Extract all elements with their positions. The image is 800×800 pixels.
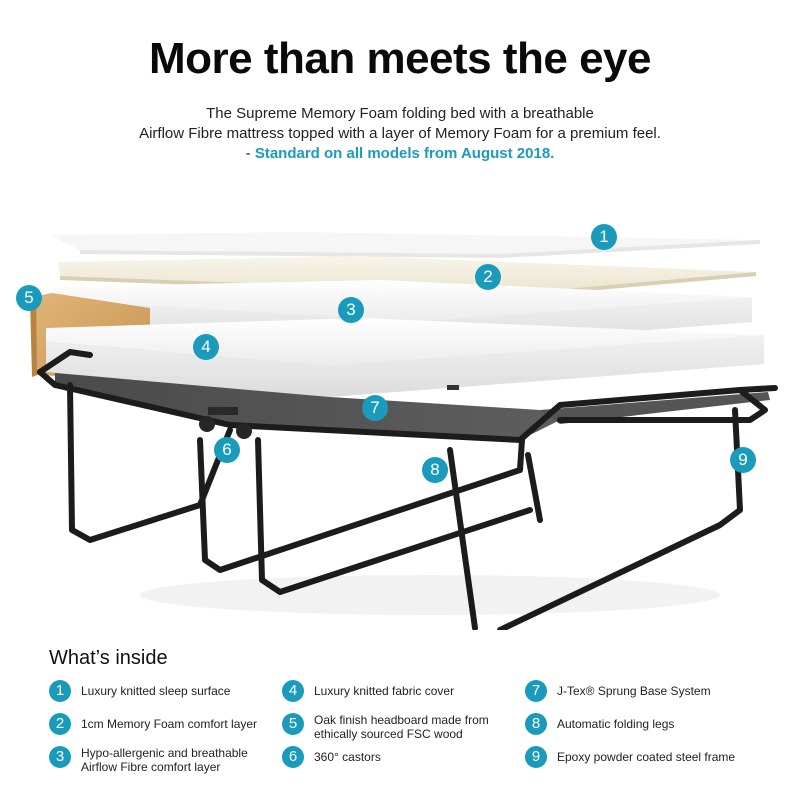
callout-badge-1: 1 [591,224,617,250]
legend-text-1: Luxury knitted sleep surface [81,684,231,698]
layer-sprung-base [55,373,770,440]
legend-item-9: 9 Epoxy powder coated steel frame [525,746,735,776]
product-description: The Supreme Memory Foam folding bed with… [0,104,800,164]
legend-text-4: Luxury knitted fabric cover [314,684,455,698]
page-headline: More than meets the eye [149,34,652,83]
legend-item-3: 3 Hypo-allergenic and breathable Airflow… [49,746,266,776]
layer-fabric-cover [46,318,764,397]
legend-item-5: 5 Oak finish headboard made from ethical… [282,713,504,743]
callout-badge-9: 9 [730,447,756,473]
standard-note: - Standard on all models from August 201… [0,144,800,164]
legend-title: What’s inside [49,647,168,669]
legend-badge-7: 7 [525,680,547,702]
legend-text-5: Oak finish headboard made from ethically… [314,713,489,741]
legend-column-1: 1 Luxury knitted sleep surface 2 1cm Mem… [49,680,266,779]
legend-item-7: 7 J-Tex® Sprung Base System [525,680,735,710]
callout-badge-7: 7 [362,395,388,421]
bed-diagram [30,232,778,630]
legend-item-4: 4 Luxury knitted fabric cover [282,680,504,710]
note-prefix: - [245,145,255,162]
legend-badge-9: 9 [525,746,547,768]
callout-badge-2: 2 [475,264,501,290]
legend-item-6: 6 360° castors [282,746,504,776]
legend-item-8: 8 Automatic folding legs [525,713,735,743]
legend-badge-8: 8 [525,713,547,735]
legend-text-8: Automatic folding legs [557,717,675,731]
legend-text-6: 360° castors [314,750,381,764]
callout-badge-4: 4 [193,334,219,360]
description-line-2: Airflow Fibre mattress topped with a lay… [139,125,661,142]
legend-column-2: 4 Luxury knitted fabric cover 5 Oak fini… [282,680,504,779]
callout-badge-6: 6 [214,437,240,463]
callout-badge-8: 8 [422,457,448,483]
legend-badge-4: 4 [282,680,304,702]
legend-badge-3: 3 [49,746,71,768]
legend-item-1: 1 Luxury knitted sleep surface [49,680,266,710]
legend-badge-6: 6 [282,746,304,768]
legend-badge-2: 2 [49,713,71,735]
castors [199,407,252,439]
description-line-1: The Supreme Memory Foam folding bed with… [206,105,594,122]
legend-text-9: Epoxy powder coated steel frame [557,750,736,764]
legend-text-2: 1cm Memory Foam comfort layer [81,717,258,731]
legend-column-3: 7 J-Tex® Sprung Base System 8 Automatic … [525,680,735,779]
legend-text-3: Hypo-allergenic and breathable Airflow F… [81,746,248,774]
legend-text-7: J-Tex® Sprung Base System [557,684,711,698]
callout-badge-3: 3 [338,297,364,323]
legend-badge-1: 1 [49,680,71,702]
legend-item-2: 2 1cm Memory Foam comfort layer [49,713,266,743]
callout-badge-5: 5 [16,285,42,311]
layer-sleep-surface [50,232,760,258]
legend-badge-5: 5 [282,713,304,735]
standard-note-highlight: Standard on all models from August 2018. [254,145,555,162]
exploded-bed-illustration: 1 2 3 4 5 6 7 8 9 [0,210,800,630]
